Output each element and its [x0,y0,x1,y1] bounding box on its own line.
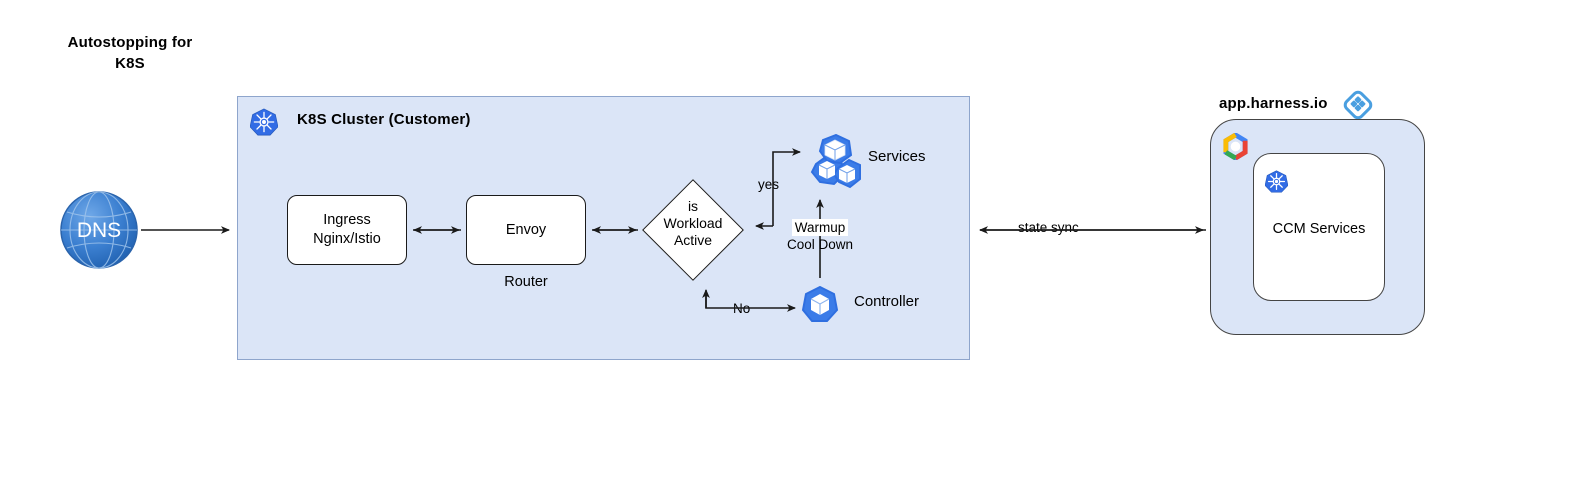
page-title-line1: Autostopping for [67,34,193,51]
cluster-title: K8S Cluster (Customer) [297,111,471,128]
kubernetes-icon [1264,170,1289,193]
ingress-line2: Nginx/Istio [313,231,381,247]
harness-title: app.harness.io [1219,95,1328,112]
edge-label-state-sync: state sync [1016,220,1081,235]
edge-label-yes: yes [758,177,780,192]
ingress-box[interactable]: Ingress Nginx/Istio [287,195,407,265]
warmup-line2: Cool Down [786,237,854,252]
ccm-services-label: CCM Services [1272,221,1366,237]
decision-label: is Workload Active [643,198,743,249]
gcp-icon [1222,132,1249,161]
decision-line3: Active [673,232,713,248]
dns-label: DNS [77,219,121,242]
services-label: Services [868,148,926,165]
kubernetes-icon [249,108,279,136]
services-cubes-icon [796,133,862,196]
decision-node[interactable]: is Workload Active [642,176,744,284]
page-title-line2: K8S [115,55,145,72]
page-title: Autostopping for K8S [30,32,230,74]
edge-label-warmup-cooldown: Warmup Cool Down [781,219,859,253]
ingress-line1: Ingress [323,212,371,228]
decision-line1: is [687,198,699,214]
controller-cube-icon [801,285,839,322]
envoy-label: Envoy [505,221,547,238]
controller-label: Controller [854,293,920,310]
dns-node[interactable]: DNS [59,190,139,270]
edge-label-no: No [733,301,751,316]
harness-diamond-icon [1343,90,1373,120]
decision-line2: Workload [663,215,723,231]
envoy-box[interactable]: Envoy [466,195,586,265]
warmup-line1: Warmup [791,219,849,236]
router-caption: Router [504,274,548,290]
